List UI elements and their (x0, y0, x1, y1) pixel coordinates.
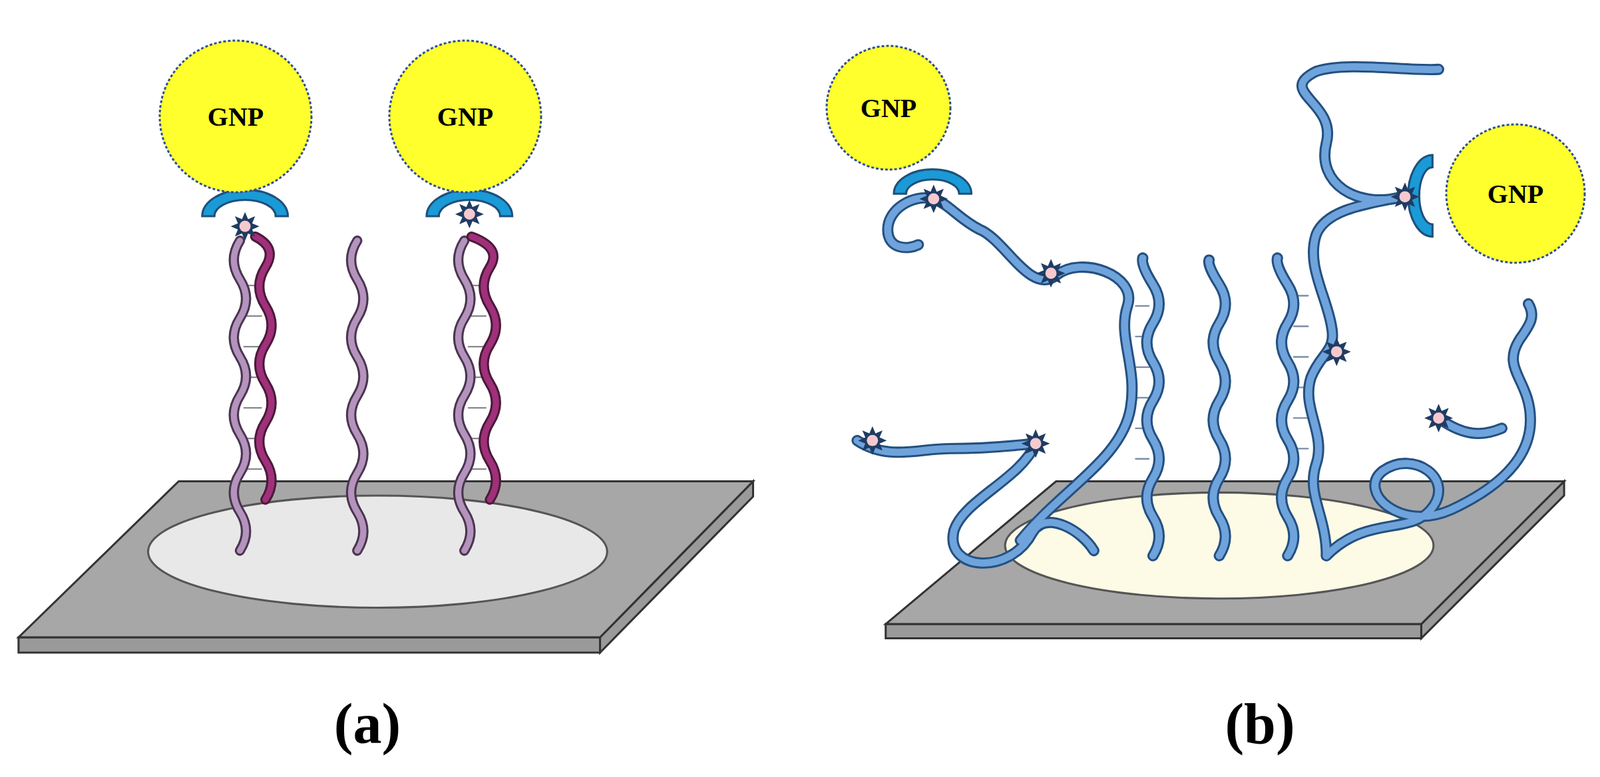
particle-label: GNP (860, 92, 917, 124)
dna-strands (857, 66, 1533, 564)
gold-nanoparticle: GNP (1444, 122, 1587, 265)
dna-strands (233, 236, 496, 552)
panel-label: (b) (1224, 690, 1295, 758)
particle-label: GNP (207, 101, 264, 133)
substrate-plate (18, 481, 754, 653)
particle-label: GNP (1487, 178, 1544, 210)
panel-label: (a) (334, 690, 401, 758)
gold-nanoparticle: GNP (824, 43, 953, 172)
label-star (230, 182, 1453, 458)
receptor-cup (202, 155, 1433, 237)
gold-nanoparticle: GNP (157, 38, 314, 195)
particle-label: GNP (437, 101, 494, 133)
gold-nanoparticle: GNP (387, 38, 544, 195)
